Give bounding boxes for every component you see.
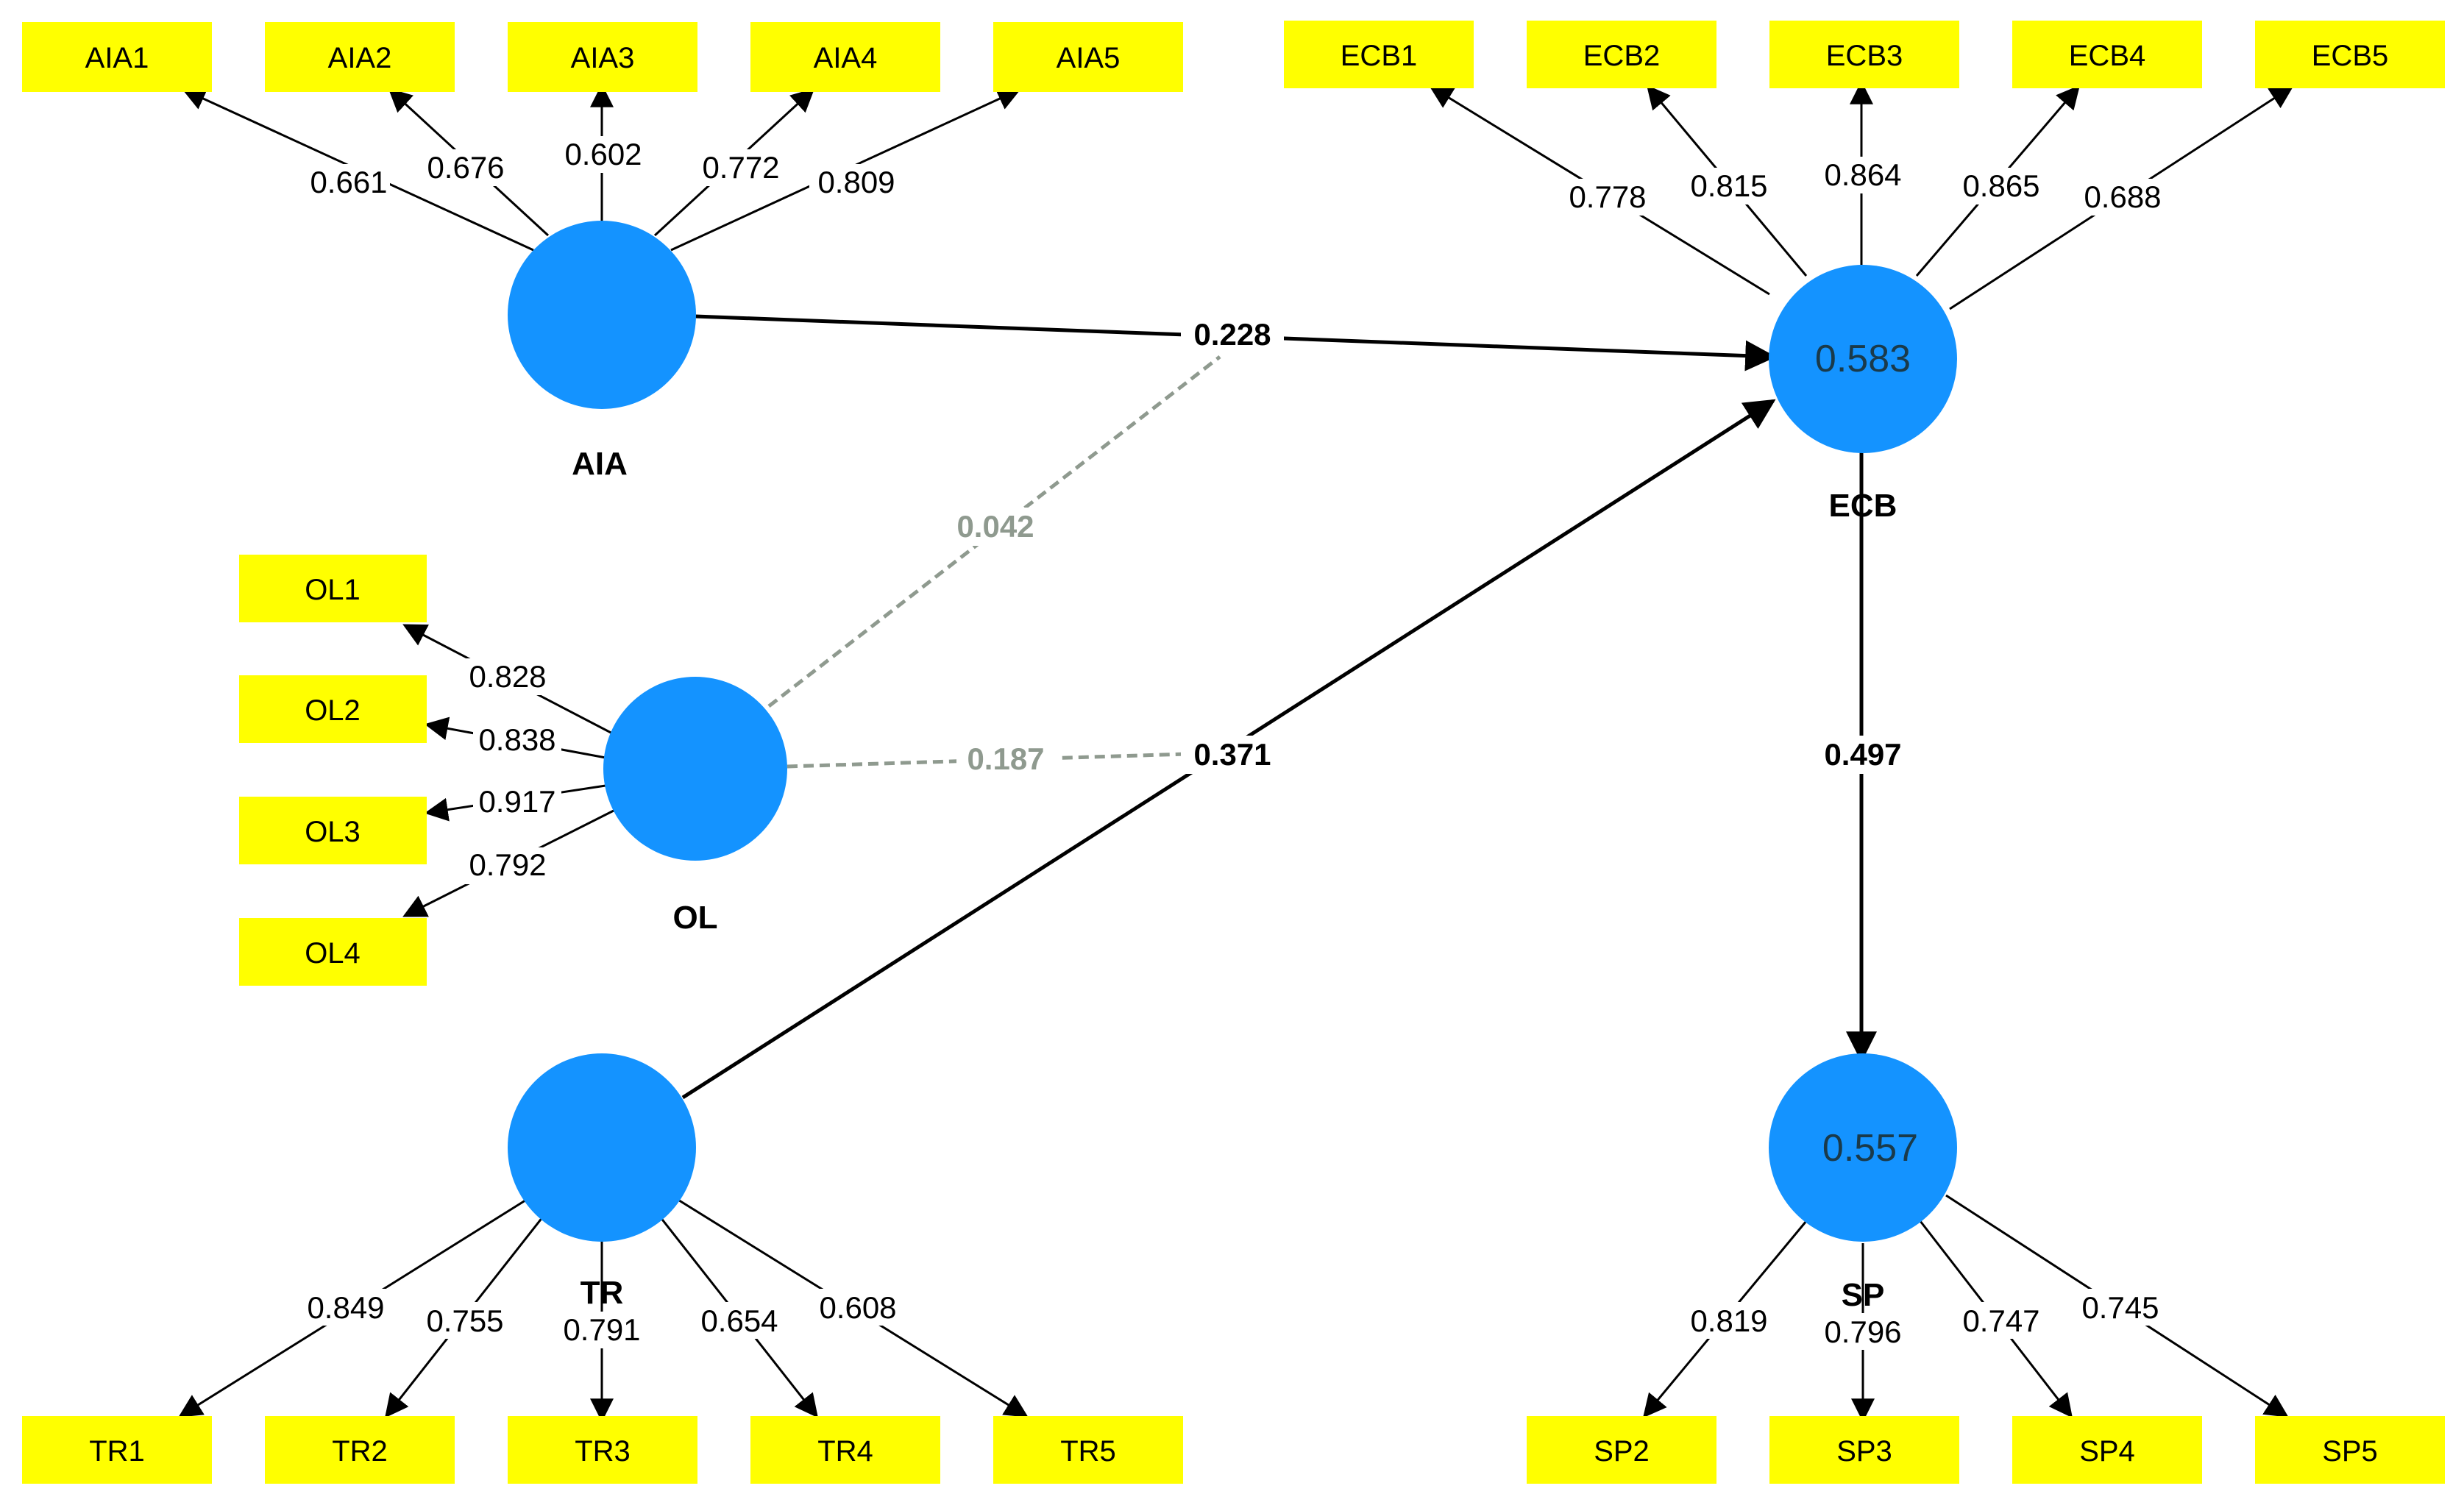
path-coef-aia-ecb: 0.228: [1193, 317, 1271, 352]
indicator-tr5: TR5: [993, 1416, 1183, 1484]
indicator-aia4: AIA4: [750, 22, 940, 92]
construct-ecb: [1769, 265, 1957, 453]
construct-aia: [508, 221, 696, 409]
svg-text:TR1: TR1: [89, 1435, 145, 1468]
path-coef-ol-tr-ecb: 0.187: [967, 741, 1044, 776]
indicator-ol3: OL3: [239, 797, 427, 864]
loading-ecb5: 0.688: [2084, 179, 2161, 214]
svg-text:OL1: OL1: [305, 574, 361, 606]
tr-block: 0.849 0.755 0.791 0.654 0.608 TR1 TR2 TR…: [22, 1053, 1183, 1484]
construct-label-aia: AIA: [572, 446, 628, 482]
svg-text:ECB2: ECB2: [1583, 40, 1661, 72]
path-coef-ol-aia-ecb: 0.042: [956, 509, 1034, 544]
indicator-aia5: AIA5: [993, 22, 1183, 92]
r-squared-ecb: 0.583: [1815, 338, 1911, 380]
construct-label-sp: SP: [1842, 1277, 1885, 1313]
indicator-ol2: OL2: [239, 675, 427, 743]
indicator-sp3: SP3: [1769, 1416, 1959, 1484]
indicator-aia1: AIA1: [22, 22, 212, 92]
path-coef-ecb-sp: 0.497: [1824, 737, 1901, 772]
ecb-block: 0.778 0.815 0.864 0.865 0.688 ECB1 ECB2 …: [1284, 21, 2445, 524]
loading-tr2: 0.755: [426, 1304, 503, 1338]
indicator-ol1: OL1: [239, 555, 427, 622]
path-coef-tr-ecb: 0.371: [1193, 737, 1271, 772]
loading-ecb4: 0.865: [1962, 168, 2039, 203]
construct-label-tr: TR: [581, 1275, 624, 1311]
svg-text:TR3: TR3: [575, 1435, 631, 1468]
indicator-aia3: AIA3: [508, 22, 697, 92]
svg-text:TR2: TR2: [332, 1435, 388, 1468]
indicator-sp5: SP5: [2255, 1416, 2445, 1484]
svg-text:SP5: SP5: [2322, 1435, 2378, 1468]
loading-ecb3: 0.864: [1824, 157, 1901, 192]
construct-tr: [508, 1053, 696, 1242]
svg-text:ECB4: ECB4: [2069, 40, 2146, 72]
indicator-ecb5: ECB5: [2255, 21, 2445, 88]
path-coefficients: 0.228 0.042 0.187 0.371 0.497: [945, 316, 1913, 778]
svg-text:AIA2: AIA2: [328, 42, 392, 74]
loading-ecb1: 0.778: [1569, 179, 1646, 214]
sp-block: 0.819 0.796 0.747 0.745 SP2 SP3 SP4 SP5 …: [1527, 1053, 2445, 1484]
aia-block: 0.661 0.676 0.602 0.772 0.809 AIA1 AIA2 …: [22, 22, 1183, 482]
loading-tr4: 0.654: [700, 1304, 778, 1338]
svg-text:ECB3: ECB3: [1826, 40, 1903, 72]
loading-aia5: 0.809: [817, 165, 895, 199]
loading-aia4: 0.772: [702, 150, 779, 185]
r-squared-sp: 0.557: [1822, 1127, 1918, 1170]
indicator-ecb3: ECB3: [1769, 21, 1959, 88]
indicator-ecb1: ECB1: [1284, 21, 1474, 88]
indicator-ol4: OL4: [239, 918, 427, 986]
svg-text:AIA1: AIA1: [85, 42, 149, 74]
loading-ol2: 0.838: [478, 722, 555, 757]
svg-text:ECB1: ECB1: [1341, 40, 1418, 72]
loading-tr5: 0.608: [819, 1290, 896, 1325]
indicator-aia2: AIA2: [265, 22, 455, 92]
loading-aia1: 0.661: [310, 165, 387, 199]
construct-label-ol: OL: [672, 900, 717, 936]
svg-text:SP2: SP2: [1594, 1435, 1650, 1468]
construct-ol: [603, 677, 787, 861]
loading-sp4: 0.747: [1962, 1304, 2039, 1338]
svg-text:TR5: TR5: [1060, 1435, 1116, 1468]
svg-text:SP3: SP3: [1836, 1435, 1892, 1468]
svg-text:SP4: SP4: [2079, 1435, 2135, 1468]
indicator-sp4: SP4: [2012, 1416, 2202, 1484]
structural-paths: [681, 314, 1877, 1100]
svg-text:OL3: OL3: [305, 816, 361, 848]
svg-text:OL4: OL4: [305, 937, 361, 970]
construct-sp: [1769, 1053, 1957, 1242]
loading-sp5: 0.745: [2081, 1290, 2159, 1325]
construct-label-ecb: ECB: [1829, 488, 1897, 524]
indicator-ecb2: ECB2: [1527, 21, 1716, 88]
indicator-tr4: TR4: [750, 1416, 940, 1484]
indicator-ecb4: ECB4: [2012, 21, 2202, 88]
loading-ol1: 0.828: [469, 659, 546, 694]
indicator-tr3: TR3: [508, 1416, 697, 1484]
loading-tr3: 0.791: [563, 1312, 640, 1347]
indicator-tr1: TR1: [22, 1416, 212, 1484]
svg-text:TR4: TR4: [817, 1435, 873, 1468]
loading-aia2: 0.676: [427, 150, 504, 185]
loading-sp2: 0.819: [1690, 1304, 1767, 1338]
svg-text:OL2: OL2: [305, 694, 361, 727]
ol-block: 0.828 0.838 0.917 0.792 OL1 OL2 OL3 OL4 …: [239, 555, 787, 986]
indicator-tr2: TR2: [265, 1416, 455, 1484]
svg-text:AIA3: AIA3: [571, 42, 635, 74]
loading-tr1: 0.849: [307, 1290, 384, 1325]
loading-aia3: 0.602: [564, 137, 642, 171]
indicator-sp2: SP2: [1527, 1416, 1716, 1484]
svg-text:ECB5: ECB5: [2312, 40, 2389, 72]
loading-ol3: 0.917: [478, 784, 555, 819]
svg-text:AIA5: AIA5: [1057, 42, 1121, 74]
loading-sp3: 0.796: [1824, 1315, 1901, 1349]
svg-text:AIA4: AIA4: [814, 42, 878, 74]
loading-ol4: 0.792: [469, 847, 546, 882]
loading-ecb2: 0.815: [1690, 168, 1767, 203]
